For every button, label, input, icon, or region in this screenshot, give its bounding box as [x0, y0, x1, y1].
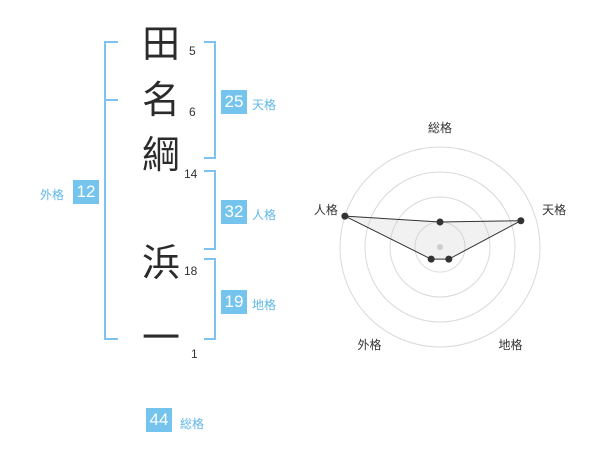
tenkaku-badge: 25 — [221, 90, 247, 114]
radar-point-2 — [517, 217, 525, 225]
tenkaku-bracket-vertical — [214, 41, 216, 159]
outer-bracket-bottom — [104, 338, 118, 340]
jinkaku-bracket-bottom — [204, 248, 216, 250]
tenkaku-label: 天格 — [252, 98, 277, 112]
radar-point-1 — [436, 218, 444, 226]
name-char-4: 浜 — [141, 241, 180, 285]
radar-point-4 — [427, 255, 435, 263]
outer-bracket-vertical — [104, 41, 106, 340]
jinkaku-bracket-vertical — [214, 170, 216, 250]
jinkaku-label: 人格 — [252, 208, 277, 222]
radar-series-area — [344, 215, 522, 260]
radar-ring — [389, 196, 491, 298]
radar-axis-label-5: 人格 — [313, 203, 338, 218]
chikaku-bracket-vertical — [214, 258, 216, 340]
radar-axis-label-1: 総格 — [428, 120, 453, 135]
tenkaku-bracket-bottom — [204, 157, 216, 159]
jinkaku-bracket-top — [204, 170, 216, 172]
name-char-1: 田 — [141, 22, 180, 66]
radar-center — [437, 244, 443, 250]
tenkaku-bracket-top — [204, 41, 216, 43]
gaikaku-badge: 12 — [73, 180, 99, 204]
chikaku-label: 地格 — [252, 298, 277, 312]
name-char-5: 一 — [141, 316, 180, 360]
chikaku-bracket-bottom — [204, 338, 216, 340]
radar-ring — [364, 171, 516, 323]
stroke-count-2: 6 — [189, 105, 196, 119]
stroke-count-3: 14 — [184, 167, 198, 181]
outer-bracket-mid — [104, 99, 118, 101]
stroke-count-1: 5 — [189, 44, 196, 58]
soukaku-badge: 44 — [146, 408, 172, 432]
name-char-3: 綱 — [141, 133, 180, 177]
radar-ring — [339, 146, 541, 348]
gaikaku-label: 外格 — [40, 188, 65, 202]
name-char-2: 名 — [141, 78, 180, 122]
radar-point-3 — [445, 255, 453, 263]
stroke-count-5: 1 — [191, 347, 198, 361]
radar-axis-label-2: 天格 — [542, 203, 567, 218]
outer-bracket-top — [104, 41, 118, 43]
soukaku-label: 総格 — [180, 417, 205, 431]
chikaku-bracket-top — [204, 258, 216, 260]
stroke-count-4: 18 — [184, 264, 198, 278]
radar-point-5 — [341, 212, 349, 220]
jinkaku-badge: 32 — [221, 200, 247, 224]
radar-axis-label-3: 地格 — [498, 337, 523, 352]
radar-axis-label-4: 外格 — [357, 337, 382, 352]
chikaku-badge: 19 — [221, 290, 247, 314]
